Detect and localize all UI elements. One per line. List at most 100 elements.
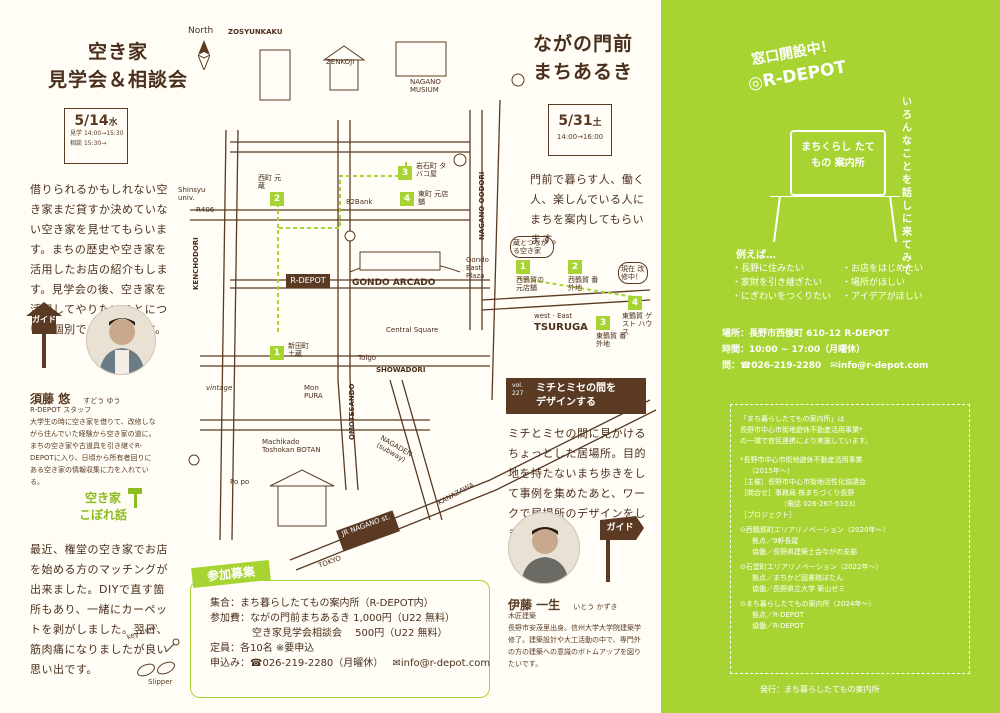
stop-1-left: 新田町 土蔵 bbox=[288, 342, 309, 358]
story-title-line1: 空き家 bbox=[84, 491, 121, 505]
guide-photo-ito bbox=[508, 512, 580, 584]
story-title-line2: こぼれ話 bbox=[78, 508, 127, 522]
stop-badge-1-left: 1 bbox=[270, 346, 284, 360]
example-left-2: ・にぎわいをつくりたい bbox=[732, 292, 832, 302]
guide-name-ito: 伊藤 一生 bbox=[508, 598, 561, 612]
key-slipper-doodle: key item! Slipper bbox=[126, 612, 196, 692]
label-museum: NAGANO MUSIUM bbox=[410, 78, 441, 94]
right-panel bbox=[661, 0, 1000, 713]
contact-info[interactable]: 問：☎026-219-2280 ✉info@r-depot.com bbox=[722, 361, 929, 371]
akiya-title-line2: 見学会＆相談会 bbox=[47, 69, 188, 91]
proj3-title: ⊙まち暮らしたてもの案内所（2024年〜） bbox=[740, 600, 876, 608]
design-title-line2: デザインする bbox=[536, 397, 596, 408]
contact-hours: 時間：10:00 ~ 17:00（月曜休） bbox=[722, 345, 866, 355]
tour-label: 見学 bbox=[70, 130, 83, 137]
program-box-content: 「まち暮らしたてもの案内所」は 長野市中心市街地遊休不動産活用事業* の一環で官… bbox=[740, 414, 965, 632]
example-right-1: ・場所がほしい bbox=[842, 278, 906, 288]
stop-badge-1-right: 1 bbox=[516, 260, 530, 274]
guide-role-sudo: R-DEPOT スタッフ bbox=[30, 406, 92, 414]
slipper-label: Slipper bbox=[148, 678, 173, 686]
side-text: いろんなことを話しに来てみて bbox=[902, 97, 912, 277]
contact-block: 場所：長野市西後町 610-12 R-DEPOT 時間：10:00 ~ 17:0… bbox=[722, 326, 928, 374]
label-omotesando: OMOTESANDO bbox=[348, 383, 356, 440]
recruit-capacity: 定員：各10名 ※要申込 bbox=[210, 643, 315, 654]
label-showadori: SHOWADORI bbox=[376, 366, 426, 374]
label-central-square: Central Square bbox=[386, 326, 439, 334]
label-shinsyu-univ: Shinsyu univ. bbox=[178, 186, 206, 202]
stop-badge-2-left: 2 bbox=[270, 192, 284, 206]
story-title: 空き家 こぼれ話 bbox=[48, 490, 158, 524]
stop-2-left: 西町 元蔵 bbox=[258, 174, 282, 190]
recruit-box bbox=[190, 580, 490, 698]
stop-badge-3-top: 3 bbox=[398, 166, 412, 180]
recruit-apply-label: 申込み： bbox=[210, 658, 250, 669]
guide-name-sudo: 須藤 悠 bbox=[30, 392, 71, 406]
stop-2-right: 西鶴賀 番外地 bbox=[568, 276, 599, 292]
recruit-fee-label: 参加費： bbox=[210, 613, 250, 624]
stop-badge-3-right: 3 bbox=[596, 316, 610, 330]
vol-num: 227 bbox=[512, 390, 524, 397]
example-right-0: ・お店をはじめたい bbox=[842, 264, 924, 274]
examples-right: ・お店をはじめたい ・場所がほしい ・アイデアがほしい bbox=[842, 262, 923, 304]
box-line1: 「まち暮らしたてもの案内所」は bbox=[740, 415, 845, 423]
consult-time: 15:30→ bbox=[83, 140, 107, 147]
akiya-date-box: 5/14水 見学 14:00→15:30 相談 15:30→ bbox=[64, 108, 128, 164]
label-zenkoji: ZENKOJI bbox=[326, 58, 355, 66]
hammer-icon bbox=[126, 486, 146, 514]
recruit-apply-phone[interactable]: ☎026-219-2280（月曜休） bbox=[250, 658, 384, 669]
stop-3-right: 東鶴賀 番外地 bbox=[596, 332, 627, 348]
design-text: ミチとミセの間に見かけるちょっとした居場所。目的地を持たないまち歩きをして事例を… bbox=[508, 427, 646, 540]
recruit-meeting: 集合：まち暮らしたてもの案内所（R-DEPOT内） bbox=[210, 598, 434, 609]
stop-4-top: 東町 元店舗 bbox=[418, 190, 449, 206]
label-gondo-arcado: GONDO ARCADO bbox=[352, 278, 436, 288]
stop-badge-4-top: 4 bbox=[400, 192, 414, 206]
stop-badge-2-right: 2 bbox=[568, 260, 582, 274]
story-text: 最近、権堂の空き家でお店を始める方のマッチングが出来ました。DIYで直す箇所もあ… bbox=[30, 543, 168, 676]
vol-label: vol. bbox=[512, 382, 523, 389]
examples-title: 例えば… bbox=[736, 250, 776, 261]
guide-sign-right-text: ガイド bbox=[606, 523, 634, 533]
recruit-apply-mail[interactable]: ✉info@r-depot.com bbox=[392, 658, 491, 669]
guide-kana-ito: いとう かずき bbox=[573, 603, 618, 611]
tour-time: 14:00→15:30 bbox=[83, 130, 124, 137]
proj1-title: ⊙西鶴賀町エリアリノベーション（2020年〜） bbox=[740, 526, 890, 534]
machiaruki-date: 5/31 bbox=[558, 113, 593, 129]
proj2-b: 協働／長野県立大学 築山ゼミ bbox=[752, 585, 846, 593]
desk-legs bbox=[760, 195, 910, 250]
machiaruki-description: 門前で暮らす人、働く人、楽しんでいる人にまちを案内してもらいます。 bbox=[530, 173, 645, 246]
consult-label: 相談 bbox=[70, 140, 83, 147]
machiaruki-weekday: 土 bbox=[592, 118, 602, 128]
label-gondo-east: Gondo East Plaza bbox=[466, 256, 489, 280]
guide-bio-ito: 長野市安茂里出身。信州大学大学院建築学修了。建築設計や大工活動の中で、専門外の方… bbox=[508, 624, 641, 668]
stop-3-top: 岩石町 タバコ屋 bbox=[416, 162, 447, 178]
design-box: vol. 227 ミチとミセの間を デザインする bbox=[506, 378, 646, 414]
stop-badge-4-right: 4 bbox=[628, 296, 642, 310]
guide-sign-left-text: ガイド bbox=[32, 315, 56, 324]
examples-left: ・長野に住みたい ・家財を引き継ぎたい ・にぎわいをつくりたい bbox=[732, 262, 831, 304]
machiaruki-title-line1: ながの門前 bbox=[532, 33, 633, 55]
program-box bbox=[730, 404, 970, 674]
stop-4-right: 東鶴賀 ゲスト ハウス bbox=[622, 312, 653, 336]
proj2-title: ⊙石堂町エリアリノベーション（2022年〜） bbox=[740, 563, 883, 571]
label-toigo: Toigo bbox=[358, 354, 377, 362]
label-tsuruga: TSURUGA bbox=[534, 322, 588, 333]
akiya-weekday: 水 bbox=[108, 118, 118, 128]
box-project: ［プロジェクト］ bbox=[740, 511, 796, 519]
label-82bank: 82Bank bbox=[346, 198, 373, 206]
guide-bio-sudo: 大学生の時に空き家を借りて、改修しながら住んでいた経験から空き家の道に。まちの空… bbox=[30, 418, 156, 486]
label-popo: Po po bbox=[230, 478, 250, 486]
guide-sign-right: ガイド bbox=[596, 514, 646, 584]
proj3-b: 協働／R-DEPOT bbox=[752, 622, 804, 630]
box-org2: ［問合せ］事務局 株まちづくり長野 bbox=[740, 489, 855, 497]
akiya-title: 空き家 見学会＆相談会 bbox=[38, 38, 198, 94]
recruit-fee-1: ながの門前まちあるき 1,000円（U22 無料） bbox=[250, 613, 456, 624]
box-org3: （電話 026-267-5323） bbox=[780, 500, 860, 508]
info-desk-sign-text: まちくらし たてもの 案内所 bbox=[801, 142, 875, 169]
rdepot-badge: R-DEPOT bbox=[286, 274, 330, 288]
compass-icon bbox=[197, 40, 211, 74]
example-right-2: ・アイデアがほしい bbox=[842, 292, 923, 302]
machiaruki-title: ながの門前 まちあるき bbox=[508, 30, 658, 86]
north-label: North bbox=[188, 26, 214, 36]
box-line3: の一環で官民連携により実施しています。 bbox=[740, 437, 872, 445]
label-machikado: Machikado Toshokan BOTAN bbox=[262, 438, 321, 454]
